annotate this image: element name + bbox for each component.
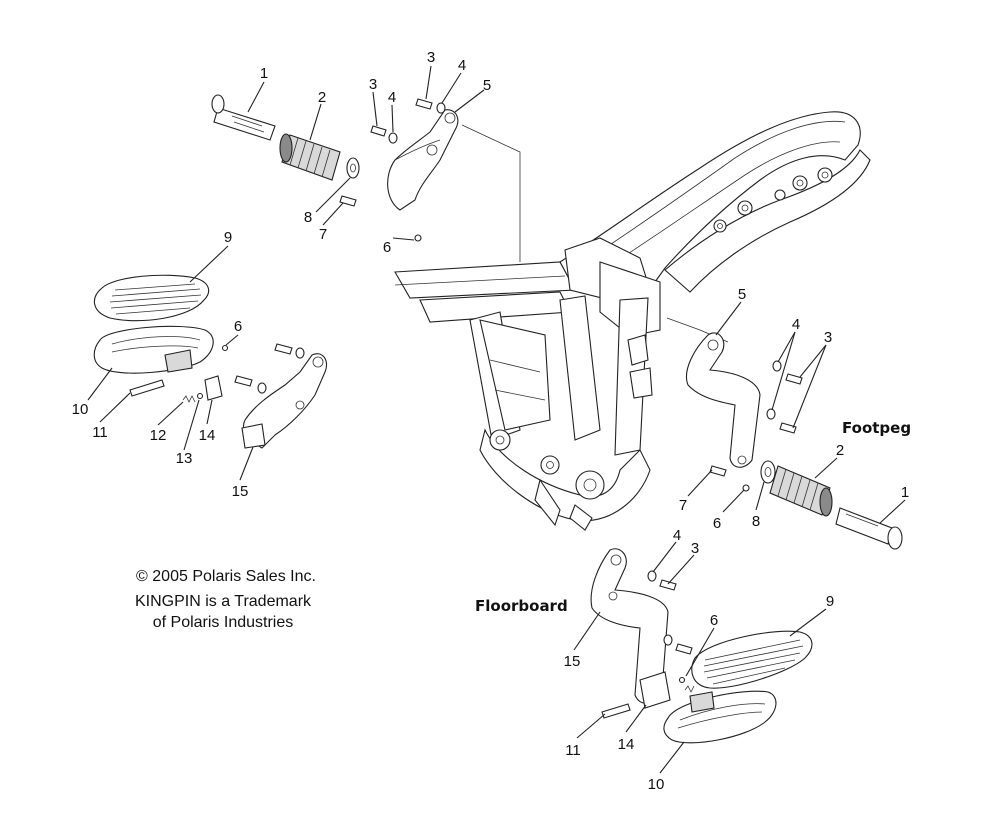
mounting-leader-line	[461, 124, 521, 262]
callout-2: 2	[318, 89, 326, 106]
copyright-notice: © 2005 Polaris Sales Inc.	[136, 568, 316, 585]
callout-3: 3	[824, 329, 832, 346]
hinge-pin	[601, 703, 631, 719]
floorboard-pad	[691, 630, 813, 689]
frame-holes	[713, 167, 833, 233]
callout-1: 1	[901, 484, 909, 501]
callout-4: 4	[458, 57, 466, 74]
footpeg-rubber	[769, 465, 833, 517]
motorcycle-frame	[394, 111, 871, 531]
retaining-clip	[742, 484, 750, 492]
callout-7: 7	[679, 497, 687, 514]
footpeg-label: Footpeg	[842, 419, 911, 437]
callout-6: 6	[234, 318, 242, 335]
callout-10: 10	[72, 401, 89, 418]
callout-9: 9	[826, 593, 834, 610]
callout-5: 5	[483, 77, 491, 94]
trademark-notice-line-2: of Polaris Industries	[153, 614, 294, 631]
callout-6: 6	[713, 515, 721, 532]
bolt	[274, 343, 293, 355]
bolt	[785, 373, 803, 385]
footpeg-group-right	[686, 332, 903, 550]
footpeg-bracket	[686, 332, 761, 468]
footpeg-group-left	[211, 94, 459, 242]
spring	[182, 395, 196, 403]
washer	[663, 634, 673, 646]
callout-7: 7	[319, 226, 327, 243]
floorboard-group-left	[93, 274, 328, 449]
callout-3: 3	[427, 49, 435, 66]
floorboard-tray	[663, 690, 777, 744]
callout-9: 9	[224, 229, 232, 246]
callout-15: 15	[232, 483, 249, 500]
washer	[388, 132, 398, 144]
clevis-pin	[211, 94, 276, 141]
bolt	[234, 375, 253, 387]
washer	[295, 347, 305, 359]
cotter-pin	[709, 465, 727, 477]
floorboard-bracket	[241, 353, 328, 449]
callout-3: 3	[369, 76, 377, 93]
clip	[221, 344, 229, 352]
callout-14: 14	[199, 427, 216, 444]
callout-12: 12	[150, 427, 167, 444]
callout-4: 4	[388, 89, 396, 106]
bolt	[675, 643, 693, 655]
washer	[760, 460, 776, 484]
callout-numbers: 1 2 3 4 3 4 5 8 7 6 9 6 10 11 12 13 14 1…	[72, 49, 910, 793]
leader-lines	[87, 65, 906, 774]
floorboard-tray	[93, 325, 214, 374]
callout-6: 6	[383, 239, 391, 256]
trademark-notice-line-1: KINGPIN is a Trademark	[135, 593, 312, 610]
mounting-plate	[204, 375, 223, 401]
callout-1: 1	[260, 65, 268, 82]
bolt	[370, 125, 387, 137]
clip	[678, 676, 686, 684]
callout-6: 6	[710, 612, 718, 629]
clevis-pin	[835, 507, 903, 550]
callout-2: 2	[836, 442, 844, 459]
callout-4: 4	[673, 527, 681, 544]
hinge-pin	[129, 379, 165, 397]
floorboard-label: Floorboard	[475, 597, 568, 615]
retaining-clip	[414, 234, 422, 242]
cotter-pin	[339, 195, 357, 207]
washer	[766, 408, 776, 420]
callout-4: 4	[792, 316, 800, 333]
floorboard-group-right	[590, 548, 813, 744]
floorboard-pad	[93, 274, 210, 322]
bolt	[415, 98, 433, 110]
washer	[436, 102, 446, 114]
callout-11: 11	[92, 424, 108, 441]
callout-8: 8	[752, 513, 760, 530]
bolt	[659, 579, 677, 591]
callout-5: 5	[738, 286, 746, 303]
clip	[196, 392, 204, 400]
washer	[257, 382, 267, 394]
washer	[647, 570, 657, 582]
callout-14: 14	[618, 736, 635, 753]
callout-11: 11	[565, 742, 581, 759]
callout-15: 15	[564, 653, 581, 670]
callout-3: 3	[691, 540, 699, 557]
floorboard-bracket	[590, 548, 671, 709]
footpeg-rubber	[279, 133, 341, 181]
washer	[346, 157, 360, 179]
callout-10: 10	[648, 776, 665, 793]
washer	[772, 360, 782, 372]
spring	[684, 685, 695, 693]
callout-8: 8	[304, 209, 312, 226]
footpeg-bracket	[387, 109, 459, 211]
callout-13: 13	[176, 450, 193, 467]
bolt	[779, 422, 797, 434]
